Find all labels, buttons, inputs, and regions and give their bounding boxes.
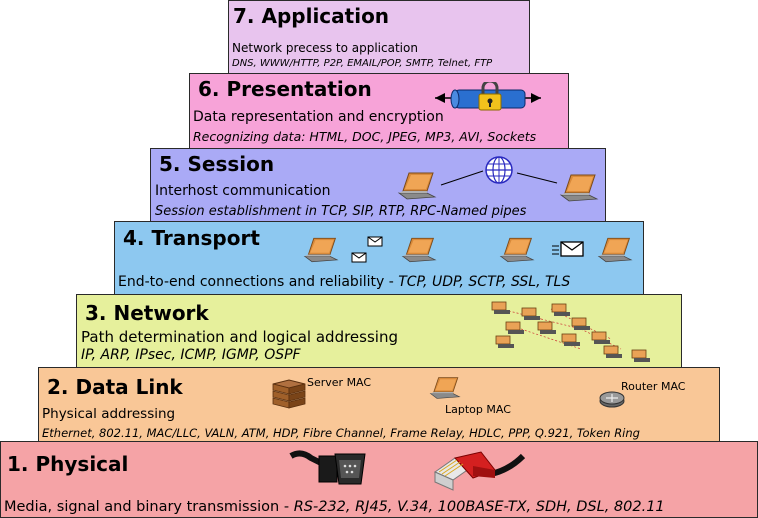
layer-protocols: Session establishment in TCP, SIP, RTP, … — [155, 204, 527, 219]
serial-connector-icon — [289, 450, 366, 485]
layer-physical: 1. Physical Media, signal and binary tra… — [0, 441, 758, 518]
layer-description: Interhost communication — [155, 183, 331, 199]
layer-title: 1. Physical — [7, 452, 129, 476]
layer-title: 4. Transport — [123, 226, 260, 250]
layer-application: 7. Application Network precess to applic… — [228, 0, 530, 74]
layer-description: Path determination and logical addressin… — [81, 328, 398, 346]
laptop-icon — [397, 171, 437, 201]
server-rack-icon — [272, 379, 306, 409]
layer-protocols: DNS, WWW/HTTP, P2P, EMAIL/POP, SMTP, Tel… — [232, 58, 493, 69]
layer-title: 7. Application — [233, 4, 390, 28]
layer-session: 5. Session Interhost communication Sessi… — [150, 148, 606, 222]
layer-description: Physical addressing — [42, 406, 176, 422]
connection-lines — [440, 170, 558, 186]
envelope-icon — [367, 236, 383, 247]
envelope-icon — [351, 252, 367, 263]
layer-title: 6. Presentation — [198, 77, 372, 101]
server-mac-label: Server MAC — [307, 376, 372, 389]
globe-icon — [485, 156, 513, 184]
layer-presentation: 6. Presentation Data representation and … — [189, 73, 569, 149]
laptop-icon — [499, 236, 535, 264]
router-icon — [599, 391, 625, 408]
laptop-icon — [597, 236, 633, 264]
padlock-icon — [435, 82, 541, 111]
layer-title: 5. Session — [159, 152, 275, 176]
router-mac-label: Router MAC — [621, 380, 686, 393]
laptop-icon — [429, 376, 461, 400]
laptop-icon — [559, 173, 599, 203]
layer-data-link: 2. Data Link Physical addressing Etherne… — [38, 367, 720, 442]
layer-protocols: IP, ARP, IPsec, ICMP, IGMP, OSPF — [81, 347, 301, 363]
laptop-icon — [303, 236, 339, 264]
network-topology-icon — [491, 301, 651, 363]
layer-title: 3. Network — [85, 301, 209, 325]
layer-network: 3. Network Path determination and logica… — [76, 294, 682, 368]
layer-protocols: Ethernet, 802.11, MAC/LLC, VALN, ATM, HD… — [42, 426, 640, 440]
laptop-mac-label: Laptop MAC — [445, 403, 511, 416]
layer-transport: 4. Transport End-to-end connections and … — [114, 221, 644, 295]
layer-description: End-to-end connections and reliability -… — [118, 274, 571, 290]
laptop-icon — [401, 236, 437, 264]
layer-title: 2. Data Link — [47, 375, 183, 399]
layer-description: Media, signal and binary transmission - … — [4, 499, 665, 515]
layer-description: Data representation and encryption — [193, 109, 444, 125]
rj45-connector-icon — [433, 451, 525, 491]
layer-description: Network precess to application — [232, 41, 418, 55]
envelope-icon — [552, 241, 584, 257]
layer-protocols: Recognizing data: HTML, DOC, JPEG, MP3, … — [193, 129, 537, 144]
